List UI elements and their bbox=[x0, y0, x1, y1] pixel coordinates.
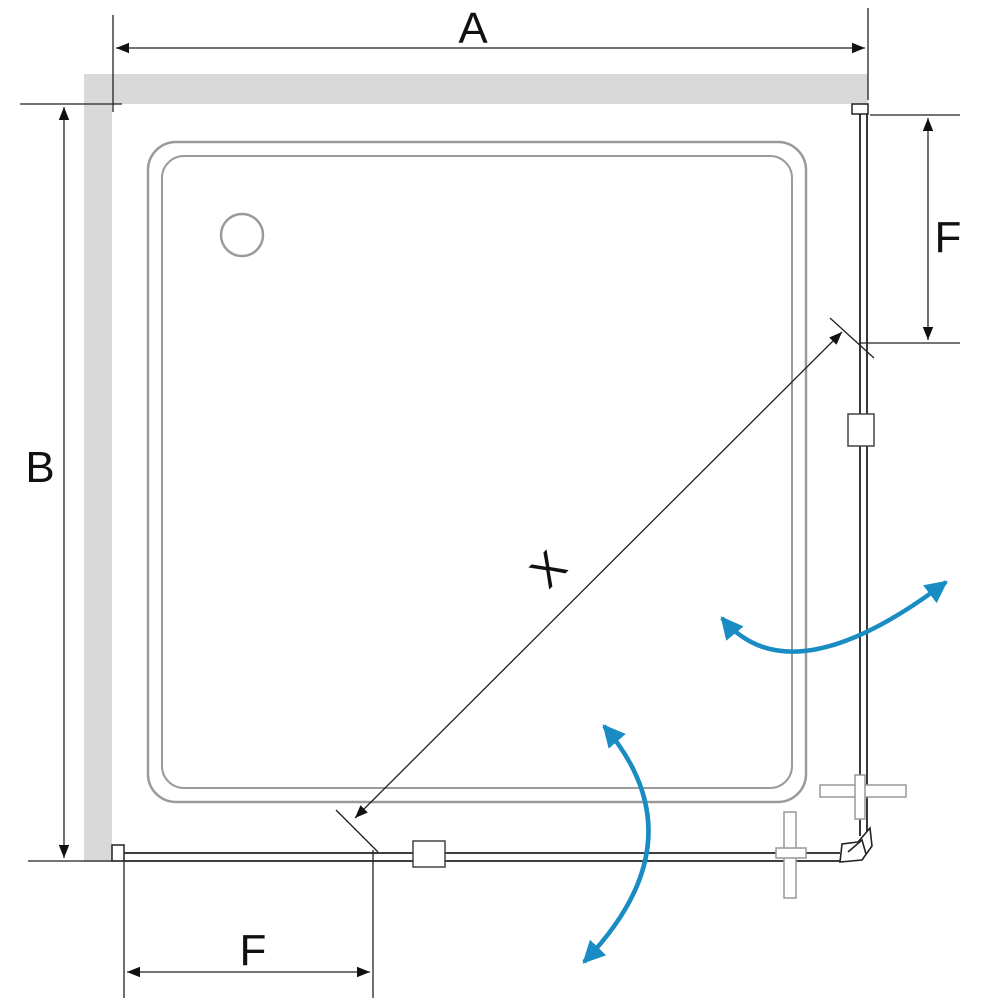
curved-double-arrow-icon bbox=[582, 724, 651, 964]
dimension-f-front-label: F bbox=[240, 926, 267, 975]
dimension-x-tick-top bbox=[829, 317, 875, 359]
dimension-x-line bbox=[354, 331, 843, 819]
dimension-x-label: X bbox=[521, 542, 576, 597]
walls bbox=[84, 74, 868, 862]
handles bbox=[775, 774, 907, 899]
handle-icon bbox=[775, 847, 807, 859]
back-wall bbox=[84, 74, 868, 104]
dimension-f-side-label: F bbox=[935, 213, 962, 262]
side-wall bbox=[84, 74, 112, 862]
drain-circle-icon bbox=[219, 212, 265, 258]
dimension-f-side bbox=[860, 114, 960, 344]
dimension-f-front bbox=[123, 850, 374, 998]
dimension-x bbox=[335, 317, 875, 853]
shower-tray bbox=[146, 140, 808, 804]
door-swing-arrows bbox=[582, 580, 948, 964]
corner-connector bbox=[839, 826, 873, 863]
dimension-a-label: A bbox=[458, 4, 488, 53]
dimension-x-tick-bottom bbox=[335, 809, 379, 853]
handle-icon bbox=[854, 774, 866, 820]
hinges bbox=[412, 413, 875, 868]
dimension-a bbox=[112, 8, 869, 112]
panel-wall-bracket-left bbox=[111, 844, 125, 862]
glass-panels bbox=[111, 103, 869, 862]
panel-wall-bracket-top bbox=[851, 103, 869, 115]
hinge-icon bbox=[412, 840, 446, 868]
dimension-b bbox=[20, 103, 124, 862]
dimension-b-label: B bbox=[25, 443, 54, 492]
tray-outer bbox=[146, 140, 808, 804]
hinge-icon bbox=[847, 413, 875, 447]
curved-double-arrow-icon bbox=[720, 580, 948, 654]
